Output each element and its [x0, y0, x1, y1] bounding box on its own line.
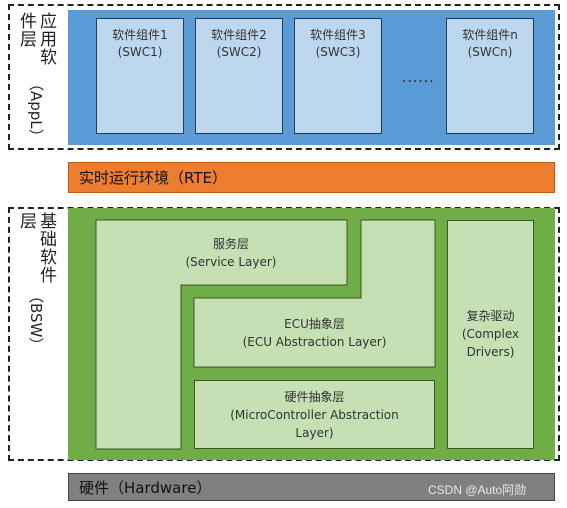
swc-3: 软件组件3 (SWC3)	[294, 18, 382, 134]
service-layer-text: 服务层 (Service Layer)	[181, 235, 281, 275]
swc-3-name: 软件组件3	[310, 28, 366, 42]
ecu-layer-en: (ECU Abstraction Layer)	[242, 335, 387, 349]
bsw-layer-label: 基础软件层 （BSW）	[14, 212, 58, 352]
appl-label-cn: 应用软件层	[16, 12, 56, 66]
appl-frame	[8, 4, 560, 150]
mcal-layer-en2: Layer)	[295, 426, 334, 440]
ecu-layer-polygon	[193, 219, 436, 368]
complex-drivers-cn: 复杂驱动	[466, 309, 515, 323]
swc-n: 软件组件n (SWCn)	[446, 18, 534, 134]
swc-2-name: 软件组件2	[211, 28, 267, 42]
watermark: CSDN @Auto阿勋	[428, 483, 527, 497]
hardware-bar: 硬件（Hardware）	[68, 473, 555, 501]
rte-label: 实时运行环境（RTE）	[79, 168, 227, 187]
mcal-layer-cn: 硬件抽象层	[284, 390, 345, 404]
service-layer-cn: 服务层	[212, 237, 249, 251]
swc-1-name: 软件组件1	[112, 28, 168, 42]
hardware-label: 硬件（Hardware）	[79, 478, 212, 497]
swc-1-id: (SWC1)	[117, 45, 163, 59]
ecu-layer-text: ECU抽象层 (ECU Abstraction Layer)	[194, 315, 435, 355]
mcal-layer-en1: (MicroController Abstraction	[230, 408, 399, 422]
bsw-label-en: （BSW）	[27, 287, 45, 352]
ecu-layer-cn: ECU抽象层	[284, 317, 345, 331]
complex-drivers: 复杂驱动 (Complex Drivers)	[447, 220, 534, 449]
appl-label-en: （AppL）	[27, 76, 45, 144]
ellipsis: ......	[402, 70, 435, 86]
swc-1: 软件组件1 (SWC1)	[96, 18, 184, 134]
complex-drivers-en1: (Complex	[461, 327, 520, 341]
mcal-layer: 硬件抽象层 (MicroController Abstraction Layer…	[194, 380, 435, 449]
swc-2-id: (SWC2)	[216, 45, 262, 59]
service-layer-en: (Service Layer)	[185, 255, 277, 269]
swc-n-name: 软件组件n	[462, 28, 518, 42]
complex-drivers-en2: Drivers)	[466, 345, 515, 359]
rte-bar: 实时运行环境（RTE）	[68, 162, 555, 193]
swc-3-id: (SWC3)	[315, 45, 361, 59]
bsw-label-cn: 基础软件层	[16, 212, 56, 284]
service-layer-polygon	[95, 219, 348, 450]
swc-2: 软件组件2 (SWC2)	[195, 18, 283, 134]
swc-n-id: (SWCn)	[467, 45, 513, 59]
appl-layer-label: 应用软件层 （AppL）	[14, 12, 58, 144]
